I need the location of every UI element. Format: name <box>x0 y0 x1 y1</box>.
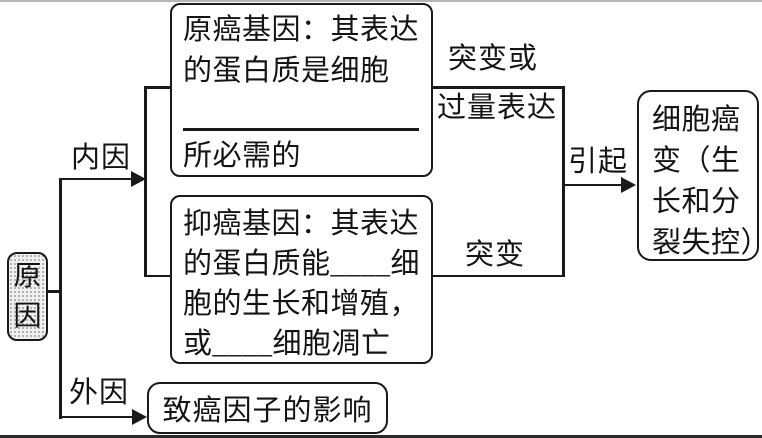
node-cell-canceration: 细胞癌 变（生 长和分 裂失控） <box>637 90 762 261</box>
tumor-suppressor-line4: 或____细胞凋亡 <box>183 328 391 360</box>
connector-to-tumor-suppressor <box>144 274 171 277</box>
fill-in-blank-slot <box>183 92 431 136</box>
canceration-line2: 变（生 <box>652 145 741 177</box>
fill-in-blank-underline <box>183 128 419 131</box>
cause-text-line1: 原 <box>13 260 42 292</box>
scan-artifact-bottom-line <box>0 434 762 438</box>
connector-cause-stem <box>47 290 61 293</box>
connector-induce-horizontal <box>562 183 624 186</box>
connector-merge-vertical <box>562 86 565 277</box>
proto-oncogene-line2: 的蛋白质是细胞 <box>183 55 390 87</box>
arrowhead-induce-icon <box>621 177 636 193</box>
arrowhead-external-icon <box>132 409 147 425</box>
carcinogen-label: 致癌因子的影响 <box>162 395 373 427</box>
connector-trunk-vertical <box>59 177 62 419</box>
edge-label-mutation: 突变 <box>465 239 526 271</box>
canceration-line3: 长和分 <box>652 186 741 218</box>
canceration-line4: 裂失控） <box>652 227 762 259</box>
node-carcinogen-factor: 致癌因子的影响 <box>147 382 388 434</box>
canceration-line1: 细胞癌 <box>652 104 741 136</box>
node-cause: 原 因 <box>7 252 48 341</box>
cause-text-line2: 因 <box>13 300 42 332</box>
connector-mutation-or-line <box>431 86 565 89</box>
connector-mutation-line <box>431 274 565 277</box>
arrowhead-internal-icon <box>131 171 146 187</box>
connector-to-proto-oncogene <box>144 86 171 89</box>
edge-label-mutation-or: 突变或 <box>448 43 539 75</box>
edge-label-external-cause: 外因 <box>69 377 130 409</box>
connector-internal-horizontal <box>59 177 134 180</box>
node-tumor-suppressor: 抑癌基因：其表达 的蛋白质能____细 胞的生长和增殖， 或____细胞凋亡 <box>170 195 433 364</box>
tumor-suppressor-line3: 胞的生长和增殖， <box>183 288 420 320</box>
scan-artifact-top-line <box>0 0 762 2</box>
tumor-suppressor-line1: 抑癌基因：其表达 <box>183 208 420 240</box>
proto-oncogene-line3: 所必需的 <box>183 140 302 172</box>
edge-label-overexpression: 过量表达 <box>437 92 558 124</box>
connector-external-horizontal <box>59 415 135 418</box>
tumor-suppressor-line2: 的蛋白质能____细 <box>183 248 421 280</box>
node-proto-oncogene: 原癌基因：其表达 的蛋白质是细胞 所必需的 <box>170 3 433 177</box>
edge-label-induce: 引起 <box>568 146 629 178</box>
edge-label-internal-cause: 内因 <box>71 142 132 174</box>
proto-oncogene-line1: 原癌基因：其表达 <box>183 14 420 46</box>
connector-gene-branch-vertical <box>144 86 147 277</box>
